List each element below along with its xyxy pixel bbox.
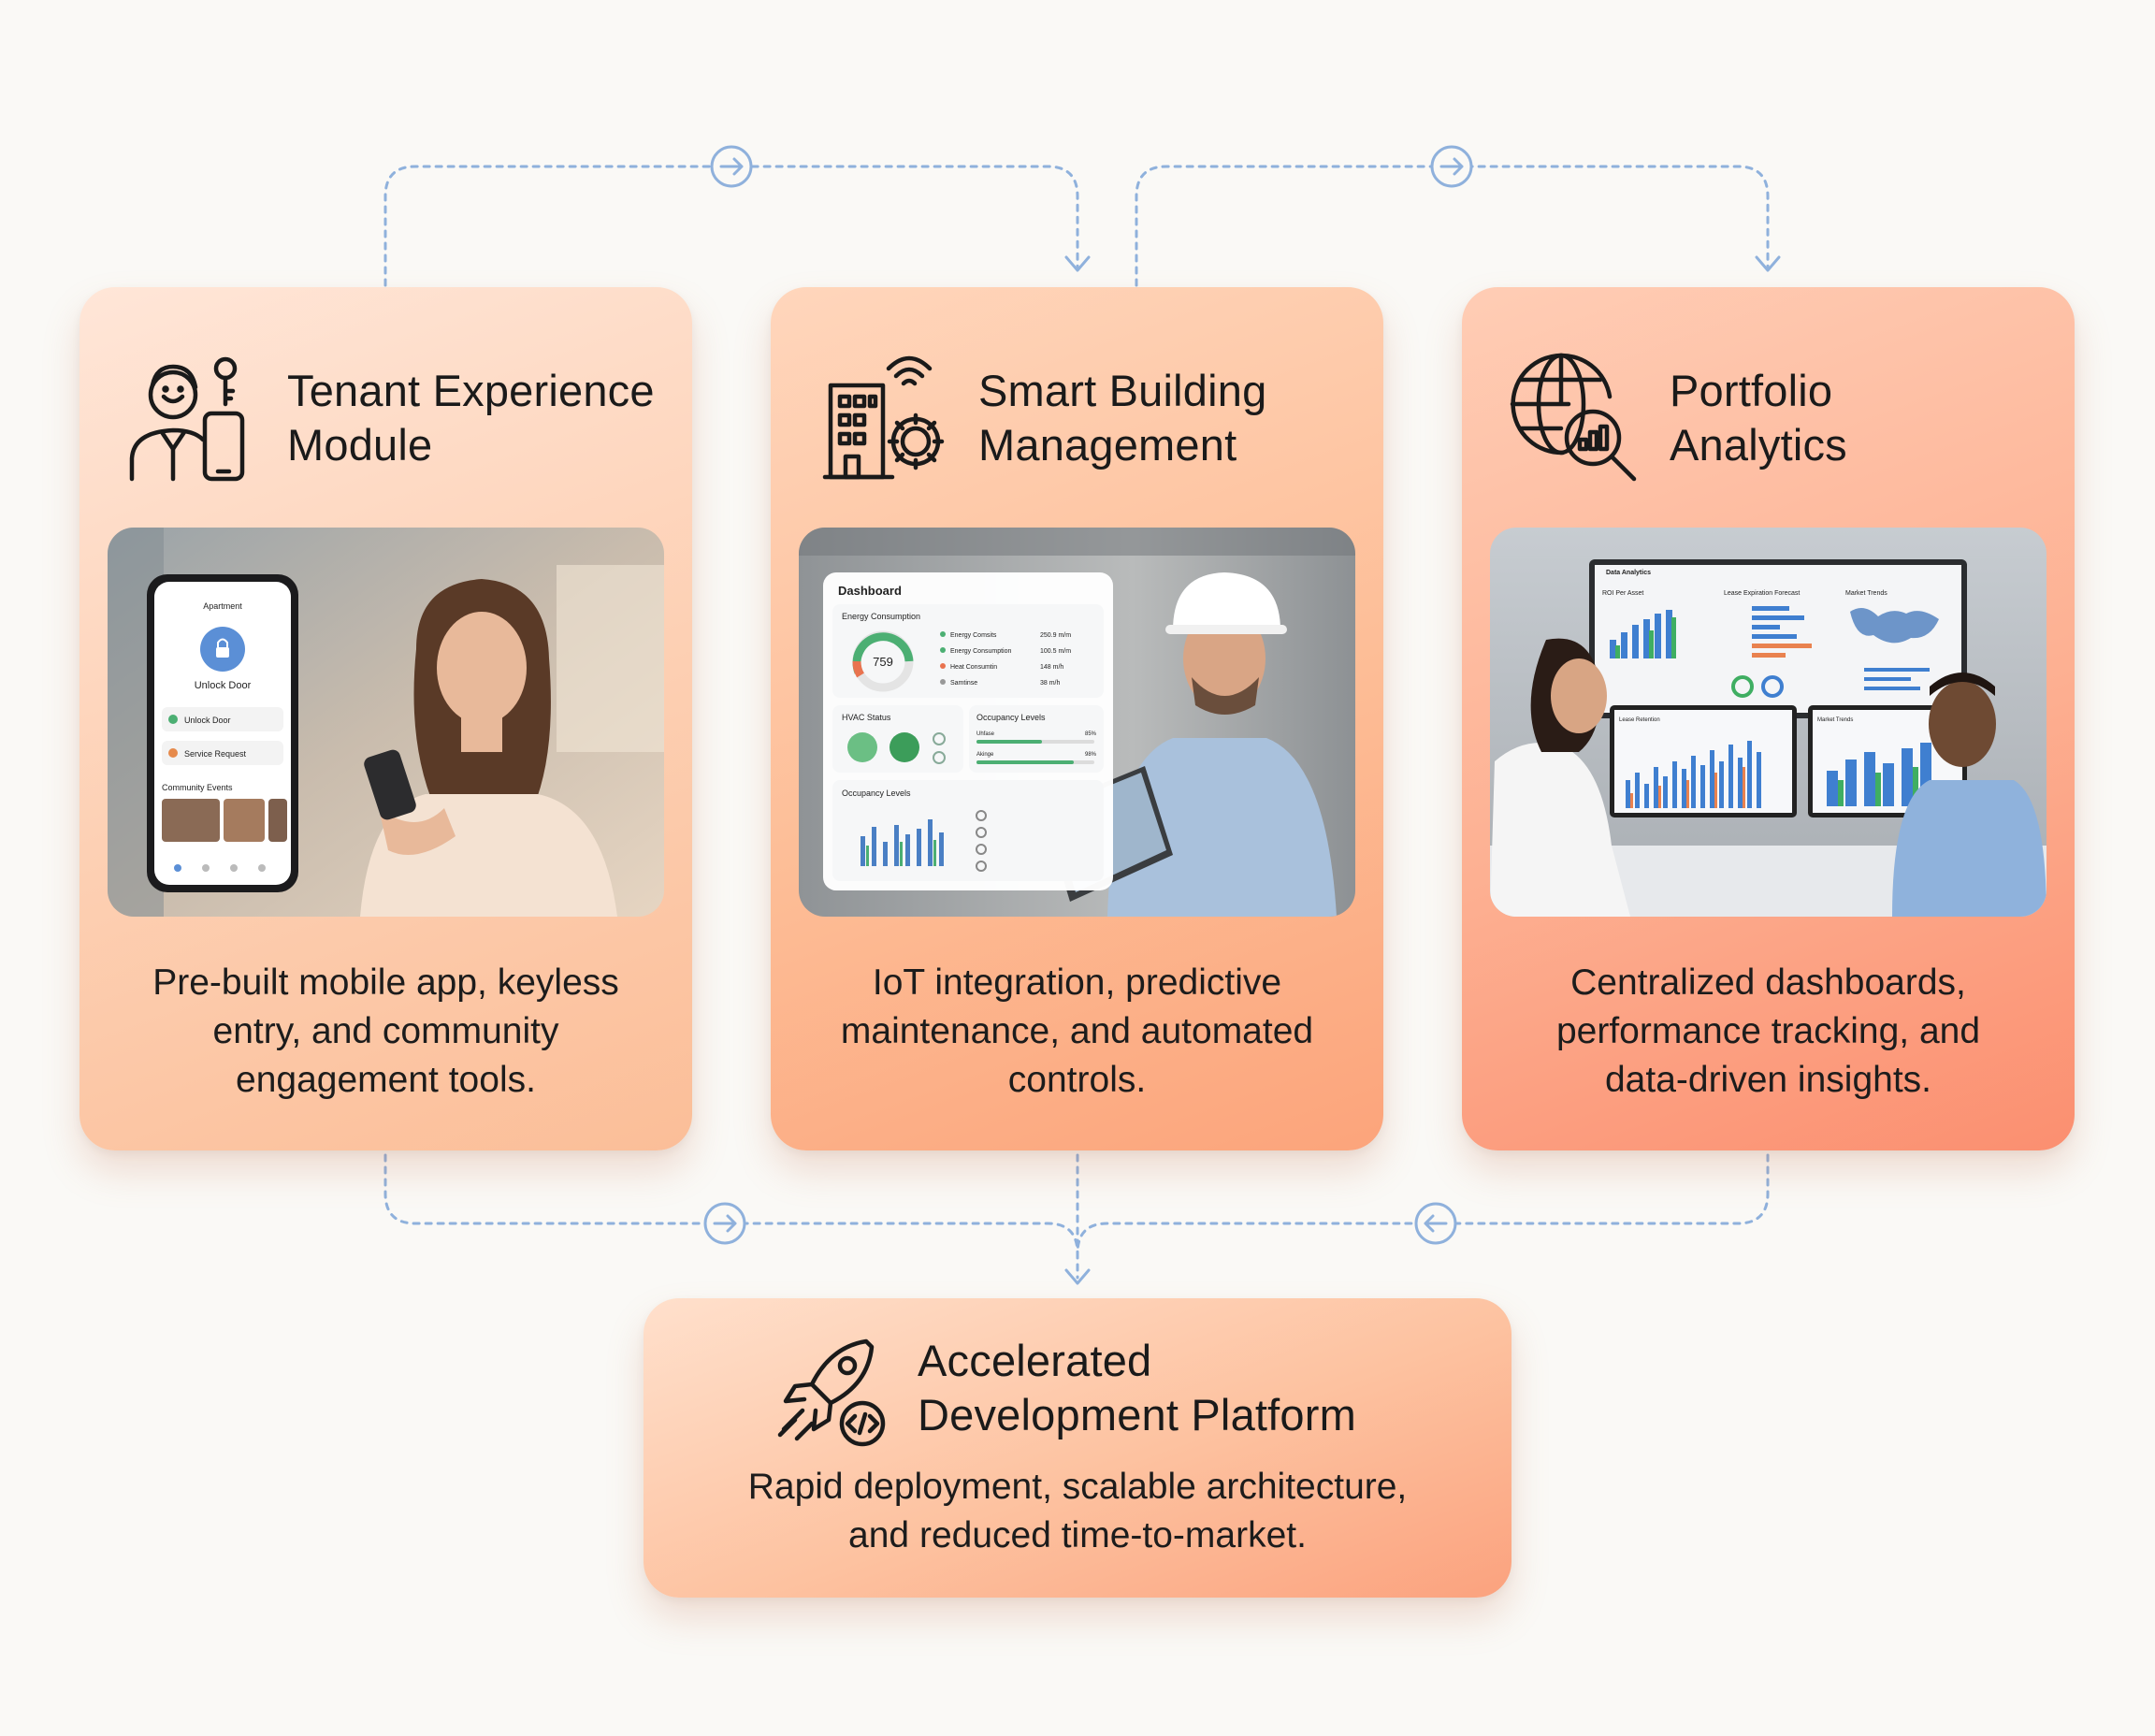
tenant-key-phone-icon [124,348,255,484]
photo-panel-roi: ROI Per Asset [1602,590,1643,597]
arrow-circle-bottom-1 [703,1202,746,1245]
photo-gauge-value: 759 [873,655,893,669]
card-description: Rapid deployment, scalable architecture,… [747,1467,1408,1555]
photo-energy-value: 38 m/h [1040,680,1061,687]
photo-screen-title: Data Analytics [1606,570,1651,576]
arrowhead-down-2 [1755,255,1781,272]
photo-energy-row: Energy Comsits [950,632,997,639]
globe-analytics-magnifier-icon [1507,348,1642,484]
card-description: Pre-built mobile app, keyless entry, and… [152,962,619,1100]
arrowhead-down-3 [1064,1268,1091,1285]
photo-analysts-meeting: Data Analytics ROI Per Asset Lease Expir… [1490,528,2047,917]
photo-panel-energy: Energy Consumption [842,612,920,621]
photo-energy-value: 100.5 m/m [1040,648,1071,655]
photo-occupancy-row: Akinge [976,752,994,758]
photo-list-item: Unlock Door [184,716,231,725]
photo-occupancy-row: Uhfase [976,731,995,737]
rocket-code-icon [774,1334,891,1451]
card-title: Smart Building Management [978,366,1267,470]
card-title: Portfolio Analytics [1670,366,1847,470]
connector-top-right [1135,165,1770,287]
card-description: IoT integration, predictive maintenance,… [840,962,1314,1100]
photo-occupancy-value: 85% [1085,731,1097,737]
card-title: Tenant Experience Module [287,366,655,470]
arrow-circle-top-2 [1430,145,1473,188]
arrow-circle-top-1 [710,145,753,188]
connector-bottom-left [383,1153,1079,1255]
card-tenant-experience: Tenant Experience Module Apartment [80,287,692,1150]
photo-panel-occupancy-2: Occupancy Levels [842,788,911,798]
photo-panel-market-2: Market Trends [1817,717,1853,723]
smart-building-gear-icon [817,348,953,484]
photo-panel-market: Market Trends [1845,590,1887,597]
photo-occupancy-value: 98% [1085,752,1097,758]
card-smart-building: Smart Building Management Dashboard Ene [771,287,1383,1150]
card-description: Centralized dashboards, performance trac… [1555,962,1981,1100]
card-title: Accelerated Development Platform [918,1336,1356,1439]
photo-energy-row: Samtinse [950,680,977,687]
photo-energy-value: 148 m/h [1040,664,1063,671]
card-portfolio-analytics: Portfolio Analytics Data Analytics ROI P… [1462,287,2075,1150]
photo-panel-occupancy: Occupancy Levels [976,713,1046,722]
photo-app-header: Apartment [203,601,242,611]
connector-bottom-right [1076,1153,1770,1255]
arrowhead-down-1 [1064,255,1091,272]
photo-woman-using-phone: Apartment Unlock Door Unlock Door Servic… [108,528,664,917]
arrow-circle-bottom-2 [1414,1202,1457,1245]
photo-panel-hvac: HVAC Status [842,713,891,722]
photo-energy-row: Heat Consumtin [950,664,997,671]
photo-unlock-label: Unlock Door [195,680,252,691]
photo-engineer-with-tablet: Dashboard Energy Consumption 759 Energy … [799,528,1355,917]
photo-energy-value: 250.9 m/m [1040,632,1071,639]
photo-panel-lease-retention: Lease Retention [1619,717,1660,723]
photo-energy-row: Energy Consumption [950,648,1011,655]
photo-section-label: Community Events [162,783,233,792]
photo-list-item: Service Request [184,749,247,759]
photo-panel-lease: Lease Expiration Forecast [1724,590,1800,597]
card-development-platform: Accelerated Development Platform Rapid d… [644,1298,1511,1598]
photo-dashboard-title: Dashboard [838,584,902,598]
